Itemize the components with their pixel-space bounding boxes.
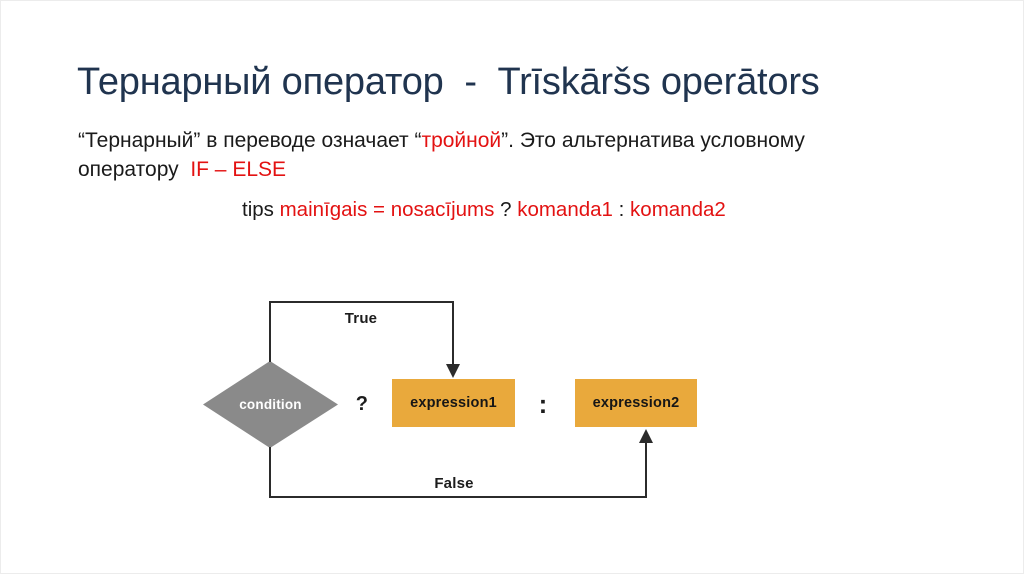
syntax-assignment: mainīgais = nosacījums (279, 198, 501, 221)
colon-symbol: : (538, 388, 548, 419)
expression1-label: expression1 (410, 395, 497, 411)
paragraph-text: ”. Это альтернатива условному (501, 129, 805, 152)
true-arrowhead-icon (446, 364, 460, 378)
paragraph-line-1: “Тернарный” в переводе означает “тройной… (78, 126, 805, 155)
paragraph-line-2: оператору IF – ELSE (78, 155, 805, 184)
paragraph-text: “Тернарный” в переводе означает “ (78, 129, 422, 152)
syntax-question-mark: ? (500, 198, 518, 221)
syntax-type-keyword: tips (242, 198, 280, 221)
true-branch-line (269, 301, 454, 366)
slide-title: Тернарный оператор - Trīskāršs operātors (77, 61, 820, 104)
paragraph-text: оператору (78, 158, 191, 181)
expression2-box: expression2 (575, 379, 697, 427)
ternary-translation-highlight: тройной (421, 129, 502, 152)
syntax-komanda2: komanda2 (630, 198, 726, 221)
syntax-komanda1: komanda1 (517, 198, 619, 221)
condition-diamond-shape (203, 361, 338, 448)
expression1-box: expression1 (392, 379, 515, 427)
condition-label: condition (239, 397, 302, 412)
false-arrowhead-icon (639, 429, 653, 443)
false-branch-line (269, 441, 647, 498)
question-mark-symbol: ? (355, 392, 369, 415)
false-branch-label: False (434, 474, 474, 492)
if-else-highlight: IF – ELSE (190, 158, 287, 181)
syntax-colon: : (618, 198, 631, 221)
true-branch-label: True (344, 309, 378, 327)
expression2-label: expression2 (592, 395, 680, 411)
ternary-syntax-line: tips mainīgais = nosacījums ? komanda1 :… (242, 196, 726, 224)
intro-paragraph: “Тернарный” в переводе означает “тройной… (78, 126, 805, 184)
